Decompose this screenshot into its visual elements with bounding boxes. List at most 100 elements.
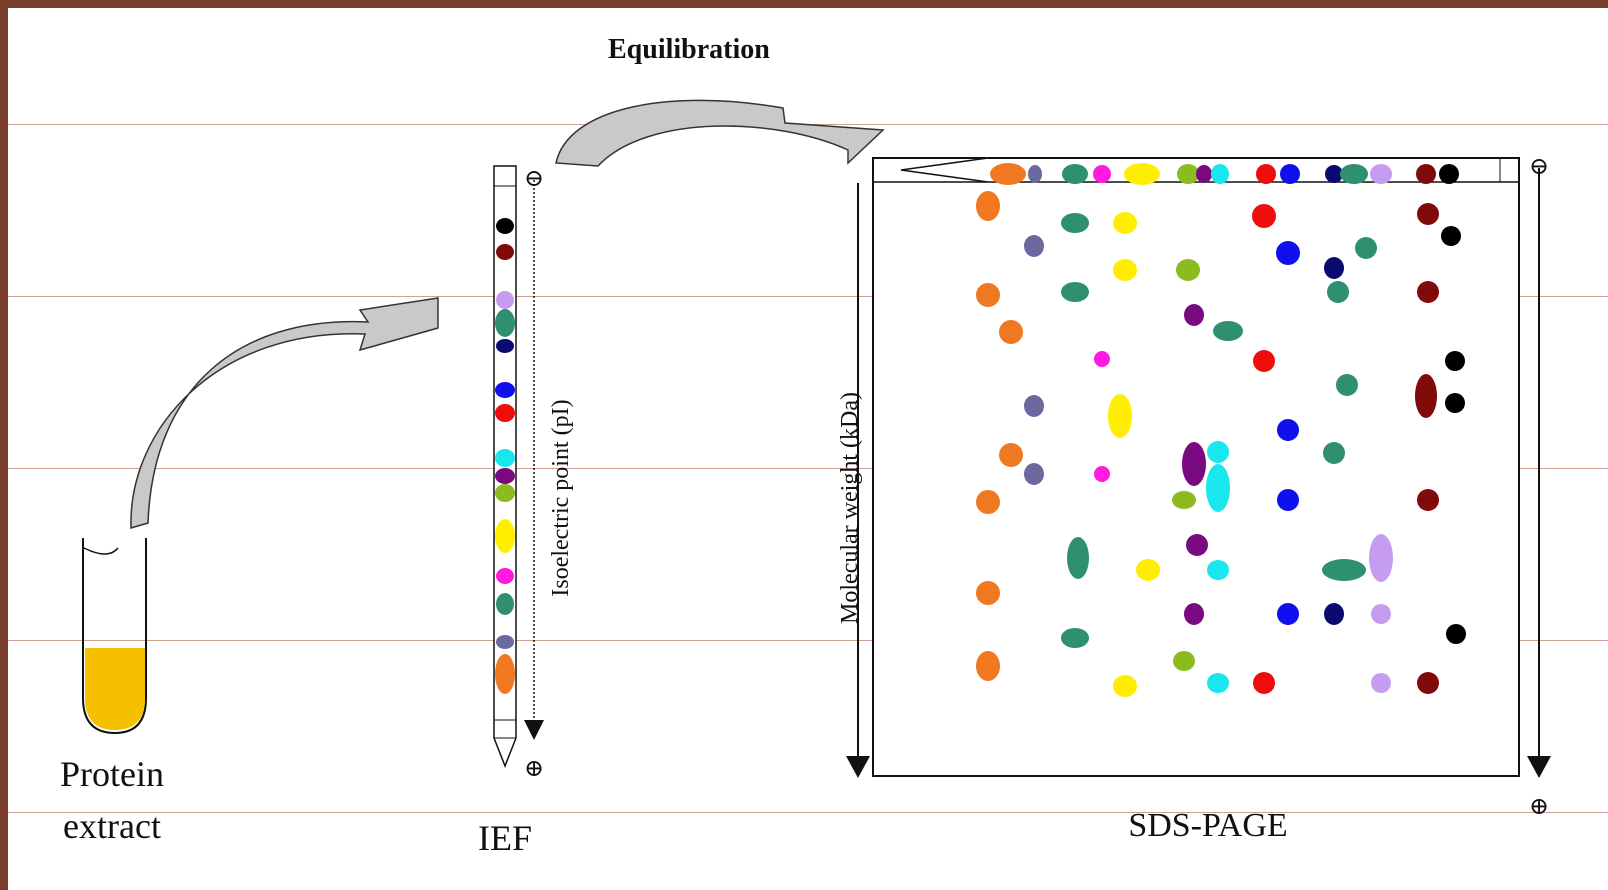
gel-spot — [976, 651, 1000, 681]
gel-spot — [1094, 466, 1110, 482]
gel-spot — [976, 490, 1000, 514]
isoelectric-point-label: Isoelectric point (pI) — [548, 399, 574, 596]
ief-band — [495, 654, 515, 694]
gel-spot — [1327, 281, 1349, 303]
rule-line — [8, 296, 1608, 297]
gel-spot — [1206, 464, 1230, 512]
gel-spot — [1276, 241, 1300, 265]
ief-band — [496, 339, 514, 353]
ief-band — [496, 568, 514, 584]
ief-band — [496, 635, 514, 649]
gel-spot — [1324, 603, 1344, 625]
strip-band — [1093, 165, 1111, 183]
gel-spot — [976, 581, 1000, 605]
gel-spot — [1136, 559, 1160, 581]
gel-spot — [1417, 672, 1439, 694]
loaded-strip-bands — [990, 163, 1459, 185]
gel-spot — [976, 191, 1000, 221]
gel-spot — [1323, 442, 1345, 464]
strip-band — [1416, 164, 1436, 184]
gel-spot — [1067, 537, 1089, 579]
gel-spot — [1113, 212, 1137, 234]
strip-band — [1439, 164, 1459, 184]
sds-plus-sign: ⊕ — [1529, 794, 1549, 820]
sds-page-label: SDS-PAGE — [1128, 807, 1287, 844]
gel-spot — [1108, 394, 1132, 438]
pi-axis-arrowhead — [524, 720, 544, 740]
gel-spots — [976, 191, 1466, 697]
gel-spot — [1173, 651, 1195, 671]
strip-band — [1177, 164, 1199, 184]
rule-line — [8, 640, 1608, 641]
ief-band — [495, 404, 515, 422]
ief-plus-sign: ⊕ — [524, 756, 544, 782]
gel-spot — [999, 443, 1023, 467]
gel-spot — [1445, 351, 1465, 371]
gel-spot — [1213, 321, 1243, 341]
ief-band — [495, 382, 515, 398]
strip-band — [1370, 164, 1392, 184]
ief-band — [495, 468, 515, 484]
strip-band — [1062, 164, 1088, 184]
gel-spot — [999, 320, 1023, 344]
gel-spot — [1113, 259, 1137, 281]
ief-band — [496, 291, 514, 309]
gel-spot — [1113, 675, 1137, 697]
sds-minus-sign: ⊖ — [1529, 154, 1549, 180]
gel-spot — [1207, 560, 1229, 580]
gel-spot — [1207, 441, 1229, 463]
gel-spot — [1446, 624, 1466, 644]
mw-axis-left-arrowhead — [846, 756, 870, 778]
gel-spot — [1277, 603, 1299, 625]
ief-band — [495, 449, 515, 467]
strip-band — [1325, 165, 1343, 183]
curved-arrow-equilibration — [555, 99, 885, 167]
molecular-weight-label: Molecular weight (kDa) — [837, 392, 863, 624]
ief-band — [495, 519, 515, 553]
ief-bands — [495, 218, 515, 694]
gel-spot — [1415, 374, 1437, 418]
ief-band — [496, 244, 514, 260]
gel-spot — [1324, 257, 1344, 279]
two-d-electrophoresis-diagram: Equilibration Protein extract IEF SDS-PA… — [60, 34, 1551, 858]
gel-spot — [1207, 673, 1229, 693]
gel-spot — [1336, 374, 1358, 396]
gel-spot — [1417, 203, 1439, 225]
gel-spot — [1061, 282, 1089, 302]
gel-spot — [1369, 534, 1393, 582]
strip-band — [1340, 164, 1368, 184]
ief-minus-sign: ⊖ — [524, 166, 544, 192]
gel-spot — [1253, 672, 1275, 694]
gel-spot — [1445, 393, 1465, 413]
gel-spot — [1371, 604, 1391, 624]
gel-spot — [1277, 489, 1299, 511]
gel-spot — [1355, 237, 1377, 259]
ief-band — [495, 484, 515, 502]
rule-line — [8, 468, 1608, 469]
curved-arrow-to-ief — [130, 297, 439, 529]
protein-extract-label-line1: Protein — [60, 754, 164, 794]
gel-spot — [1277, 419, 1299, 441]
strip-band — [1211, 164, 1229, 184]
ief-label: IEF — [478, 818, 532, 858]
mw-axis-right-arrowhead — [1527, 756, 1551, 778]
gel-spot — [1061, 213, 1089, 233]
ief-band — [495, 309, 515, 337]
gel-spot — [1417, 489, 1439, 511]
protein-liquid — [85, 648, 145, 730]
gel-spot — [1417, 281, 1439, 303]
gel-spot — [1186, 534, 1208, 556]
gel-spot — [1253, 350, 1275, 372]
ief-band — [496, 218, 514, 234]
strip-band — [990, 163, 1026, 185]
gel-spot — [1094, 351, 1110, 367]
strip-band — [1280, 164, 1300, 184]
gel-spot — [1184, 603, 1204, 625]
ief-band — [496, 593, 514, 615]
gel-spot — [1024, 463, 1044, 485]
gel-spot — [1252, 204, 1276, 228]
gel-spot — [1184, 304, 1204, 326]
gel-spot — [1172, 491, 1196, 509]
strip-band — [1028, 165, 1042, 183]
